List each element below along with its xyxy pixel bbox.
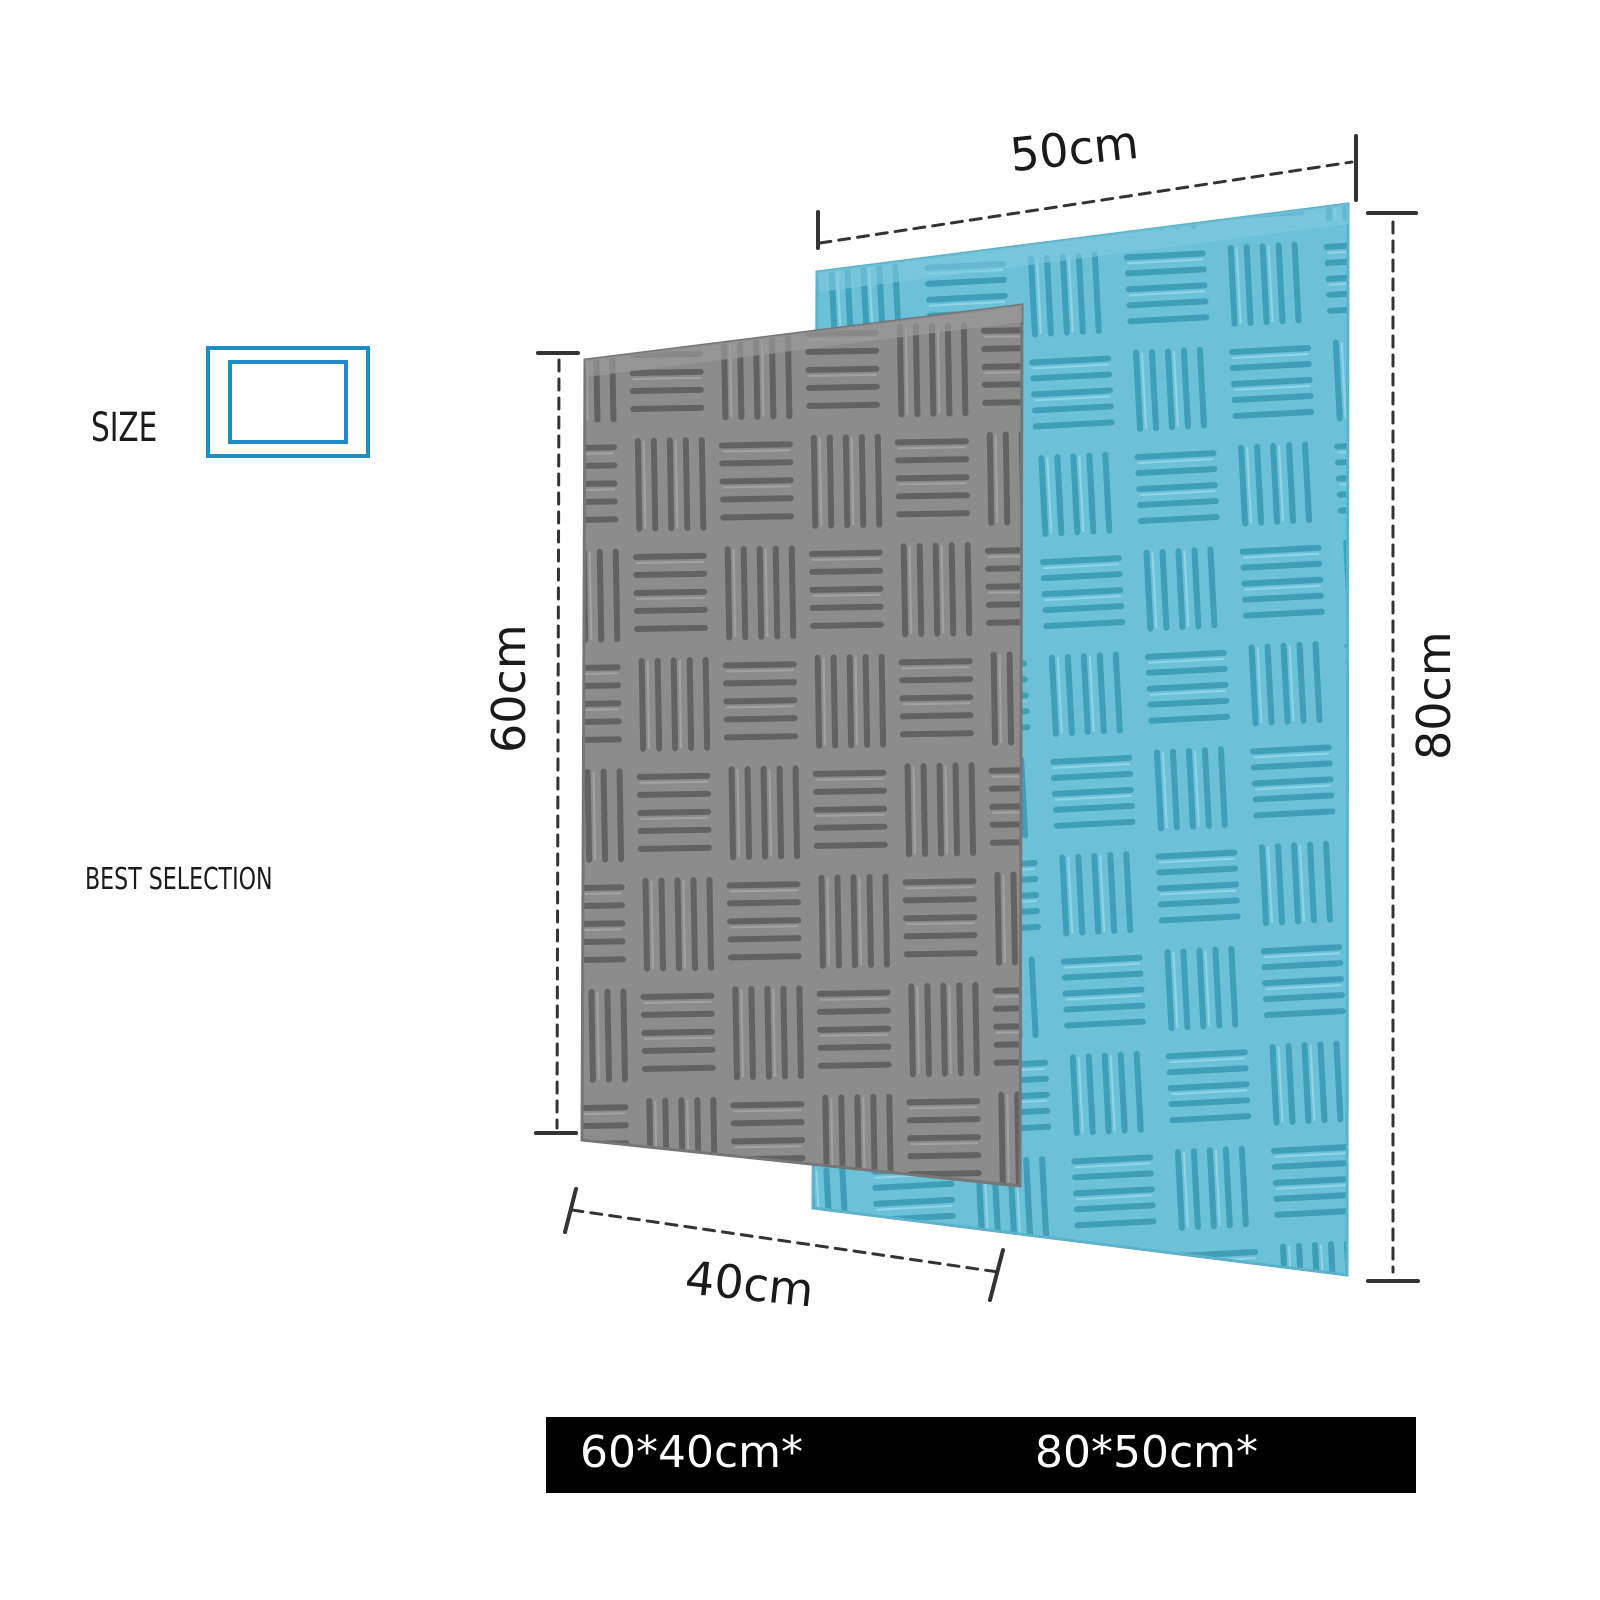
dimension-80cm: [1366, 211, 1420, 1283]
dimension-40cm: [563, 1187, 1005, 1302]
size-options-bar: 60*40cm* 80*50cm*: [546, 1417, 1416, 1493]
width-label-large: 50cm: [1007, 115, 1141, 182]
height-label-small: 60cm: [482, 624, 536, 753]
size-label: SIZE: [91, 405, 158, 451]
size-option-small[interactable]: 60*40cm*: [580, 1427, 804, 1478]
tagline: BEST SELECTION: [85, 862, 273, 897]
height-label-large: 80cm: [1407, 631, 1461, 760]
gray-mat-60x40: [580, 303, 1024, 1188]
dimension-50cm: [816, 134, 1358, 250]
width-label-small: 40cm: [683, 1250, 817, 1317]
dimension-60cm: [534, 351, 580, 1135]
size-option-large[interactable]: 80*50cm*: [1035, 1427, 1259, 1478]
rectangle-size-icon: [206, 346, 370, 458]
